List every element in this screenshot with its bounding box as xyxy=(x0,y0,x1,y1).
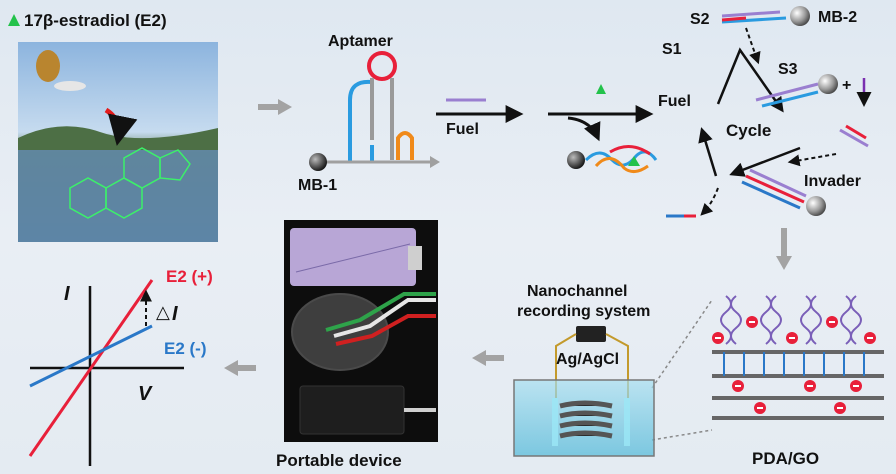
green-clip-wire xyxy=(325,292,436,332)
e2-small-triangle xyxy=(596,84,606,94)
aptamer-stem xyxy=(370,78,394,160)
aptamer-label: Aptamer xyxy=(328,33,393,50)
cell-outline xyxy=(513,379,655,457)
plus-sign: + xyxy=(842,77,851,94)
nanochannel-title-1: Nanochannel xyxy=(527,283,627,300)
pills-icon xyxy=(54,81,86,91)
red-curve-arrow xyxy=(104,107,138,146)
device-caption: Portable device xyxy=(276,451,402,470)
bound-orange-strand xyxy=(594,157,649,173)
cycle-edge-top xyxy=(716,47,784,113)
e2-header: 17β-estradiol (E2) xyxy=(8,11,167,30)
invader-label: Invader xyxy=(804,173,861,190)
gray-arrow-down-head xyxy=(776,256,792,270)
duplex-bead xyxy=(806,196,826,216)
bound-red-strand xyxy=(609,145,651,156)
zoom-lines xyxy=(651,299,713,441)
electrode-left xyxy=(552,398,558,446)
s3-strand-blue xyxy=(761,90,819,108)
cycle-panel: S2 S1 MB-2 Cycle Fuel S3 + Invader xyxy=(658,6,872,218)
white-wire xyxy=(333,298,436,338)
s3-bead xyxy=(818,74,838,94)
e2-positive-label: E2 (+) xyxy=(166,267,213,286)
s2-red-segment xyxy=(721,16,747,22)
aptamer-baseline-head xyxy=(430,156,440,168)
released-dashed-arrow xyxy=(700,187,719,216)
e2-negative-line xyxy=(29,324,153,388)
s2-strand-top xyxy=(721,10,781,18)
e2-binding xyxy=(548,84,658,173)
cycle-label: Cycle xyxy=(726,121,771,140)
gray-arrow-1-head xyxy=(278,99,292,115)
invader-dashed-arrow xyxy=(787,153,837,167)
invader-strand xyxy=(839,128,869,148)
phone-screen-line xyxy=(295,243,411,273)
e2-molecule-icon xyxy=(69,147,191,219)
mb1-bead xyxy=(309,153,327,171)
helix-array xyxy=(720,295,862,345)
pda-go-label: PDA/GO xyxy=(752,449,819,468)
delta-i-symbol: I xyxy=(172,303,178,325)
gray-arrow-left-2-head xyxy=(224,360,238,376)
cycle-edge-bottom xyxy=(729,146,801,177)
nanochannels xyxy=(559,400,613,439)
aptamer-panel: Aptamer MB-1 xyxy=(298,33,440,194)
nanochannel-panel: Nanochannel recording system Ag/AgCl xyxy=(513,283,655,457)
membrane-layers xyxy=(712,350,884,420)
aptamer-loop xyxy=(367,51,397,81)
phone-screen xyxy=(290,228,416,286)
s1-label: S1 xyxy=(662,41,682,58)
mb1-bead-bound xyxy=(567,151,585,169)
pda-go-membrane: PDA/GO xyxy=(712,295,884,468)
nanochannel-title-2: recording system xyxy=(517,303,650,320)
duplex-red xyxy=(745,174,805,204)
river-photo xyxy=(18,42,218,242)
s2-label: S2 xyxy=(690,11,710,28)
s1-dashed-arrow xyxy=(745,27,761,65)
gray-arrow-left-1-head xyxy=(472,350,486,366)
duplex-blue xyxy=(741,180,801,210)
invader-red-segment xyxy=(845,124,867,140)
fuel-label-2: Fuel xyxy=(658,93,691,110)
s3-strand-purple xyxy=(755,82,819,102)
s2-strand-bottom xyxy=(721,16,787,24)
pill-bottle-icon xyxy=(36,50,60,82)
e2-title: 17β-estradiol (E2) xyxy=(24,11,167,30)
binding-curve-arrow xyxy=(567,116,601,142)
aptamer-orange-hairpin xyxy=(396,131,414,160)
fuel-arrow: Fuel xyxy=(436,98,524,138)
duplex-purple xyxy=(749,168,807,198)
e2-triangle-icon xyxy=(8,14,20,26)
power-box xyxy=(299,385,405,435)
bound-e2-triangle xyxy=(628,156,640,166)
y-axis-label: I xyxy=(64,283,70,305)
mb2-label: MB-2 xyxy=(818,9,857,26)
photo-water xyxy=(18,148,218,242)
device-photo: Portable device xyxy=(276,220,438,470)
electrode-right xyxy=(624,398,630,446)
e2-negative-label: E2 (-) xyxy=(164,339,207,358)
petri-dish xyxy=(291,293,389,371)
ammeter-box xyxy=(576,326,606,342)
aptamer-blue-strand xyxy=(348,78,374,162)
delta-label: △ xyxy=(156,302,170,322)
x-axis-label: V xyxy=(138,383,153,405)
fuel-label-1: Fuel xyxy=(446,121,479,138)
s3-label: S3 xyxy=(778,61,798,78)
iv-plot: I V △ I E2 (+) E2 (-) xyxy=(28,267,213,466)
mb2-bead xyxy=(790,6,810,26)
cycle-edge-left xyxy=(698,127,718,177)
electrode-label: Ag/AgCl xyxy=(556,351,619,368)
red-clip-wire xyxy=(335,314,436,346)
mb1-label: MB-1 xyxy=(298,177,337,194)
e2-positive-line xyxy=(28,279,154,457)
probe-strands xyxy=(723,352,865,376)
phone-connector xyxy=(408,246,422,270)
electrolyte-cell xyxy=(514,380,654,456)
negative-signs xyxy=(715,321,873,409)
